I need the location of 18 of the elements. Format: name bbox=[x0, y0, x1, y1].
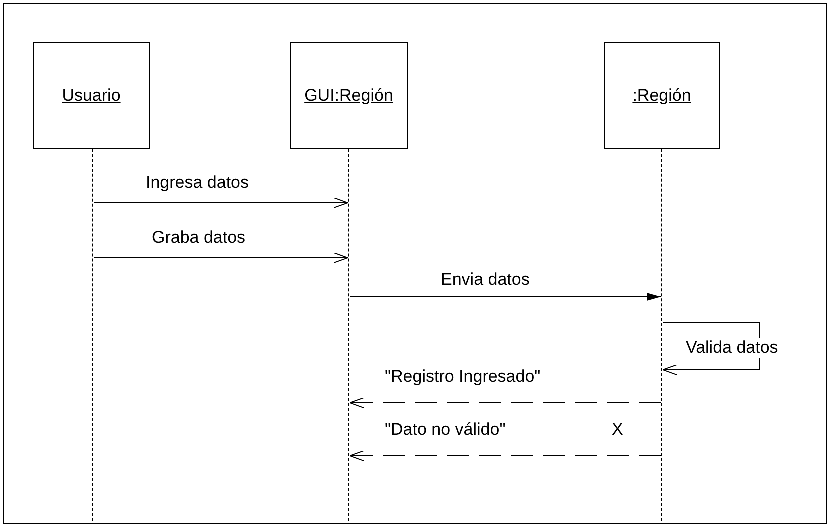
lifeline bbox=[348, 149, 350, 521]
lifeline bbox=[661, 149, 663, 521]
object-name: Usuario bbox=[62, 86, 121, 106]
object-name: :Región bbox=[632, 86, 692, 106]
message-arrow bbox=[350, 450, 662, 462]
message-arrow bbox=[94, 198, 348, 208]
lifeline bbox=[92, 149, 94, 521]
message-arrow bbox=[350, 293, 662, 301]
message-arrow bbox=[662, 322, 760, 376]
object-box bbox=[290, 42, 408, 149]
message-arrow bbox=[94, 252, 348, 264]
object-name: GUI:Región bbox=[304, 86, 394, 106]
message-label: "Registro Ingresado" bbox=[385, 367, 541, 387]
message-label: Ingresa datos bbox=[146, 173, 250, 193]
message-arrow bbox=[350, 398, 662, 408]
object-box bbox=[33, 42, 150, 149]
message-label: Valida datos bbox=[686, 338, 778, 358]
object-box bbox=[604, 42, 720, 149]
